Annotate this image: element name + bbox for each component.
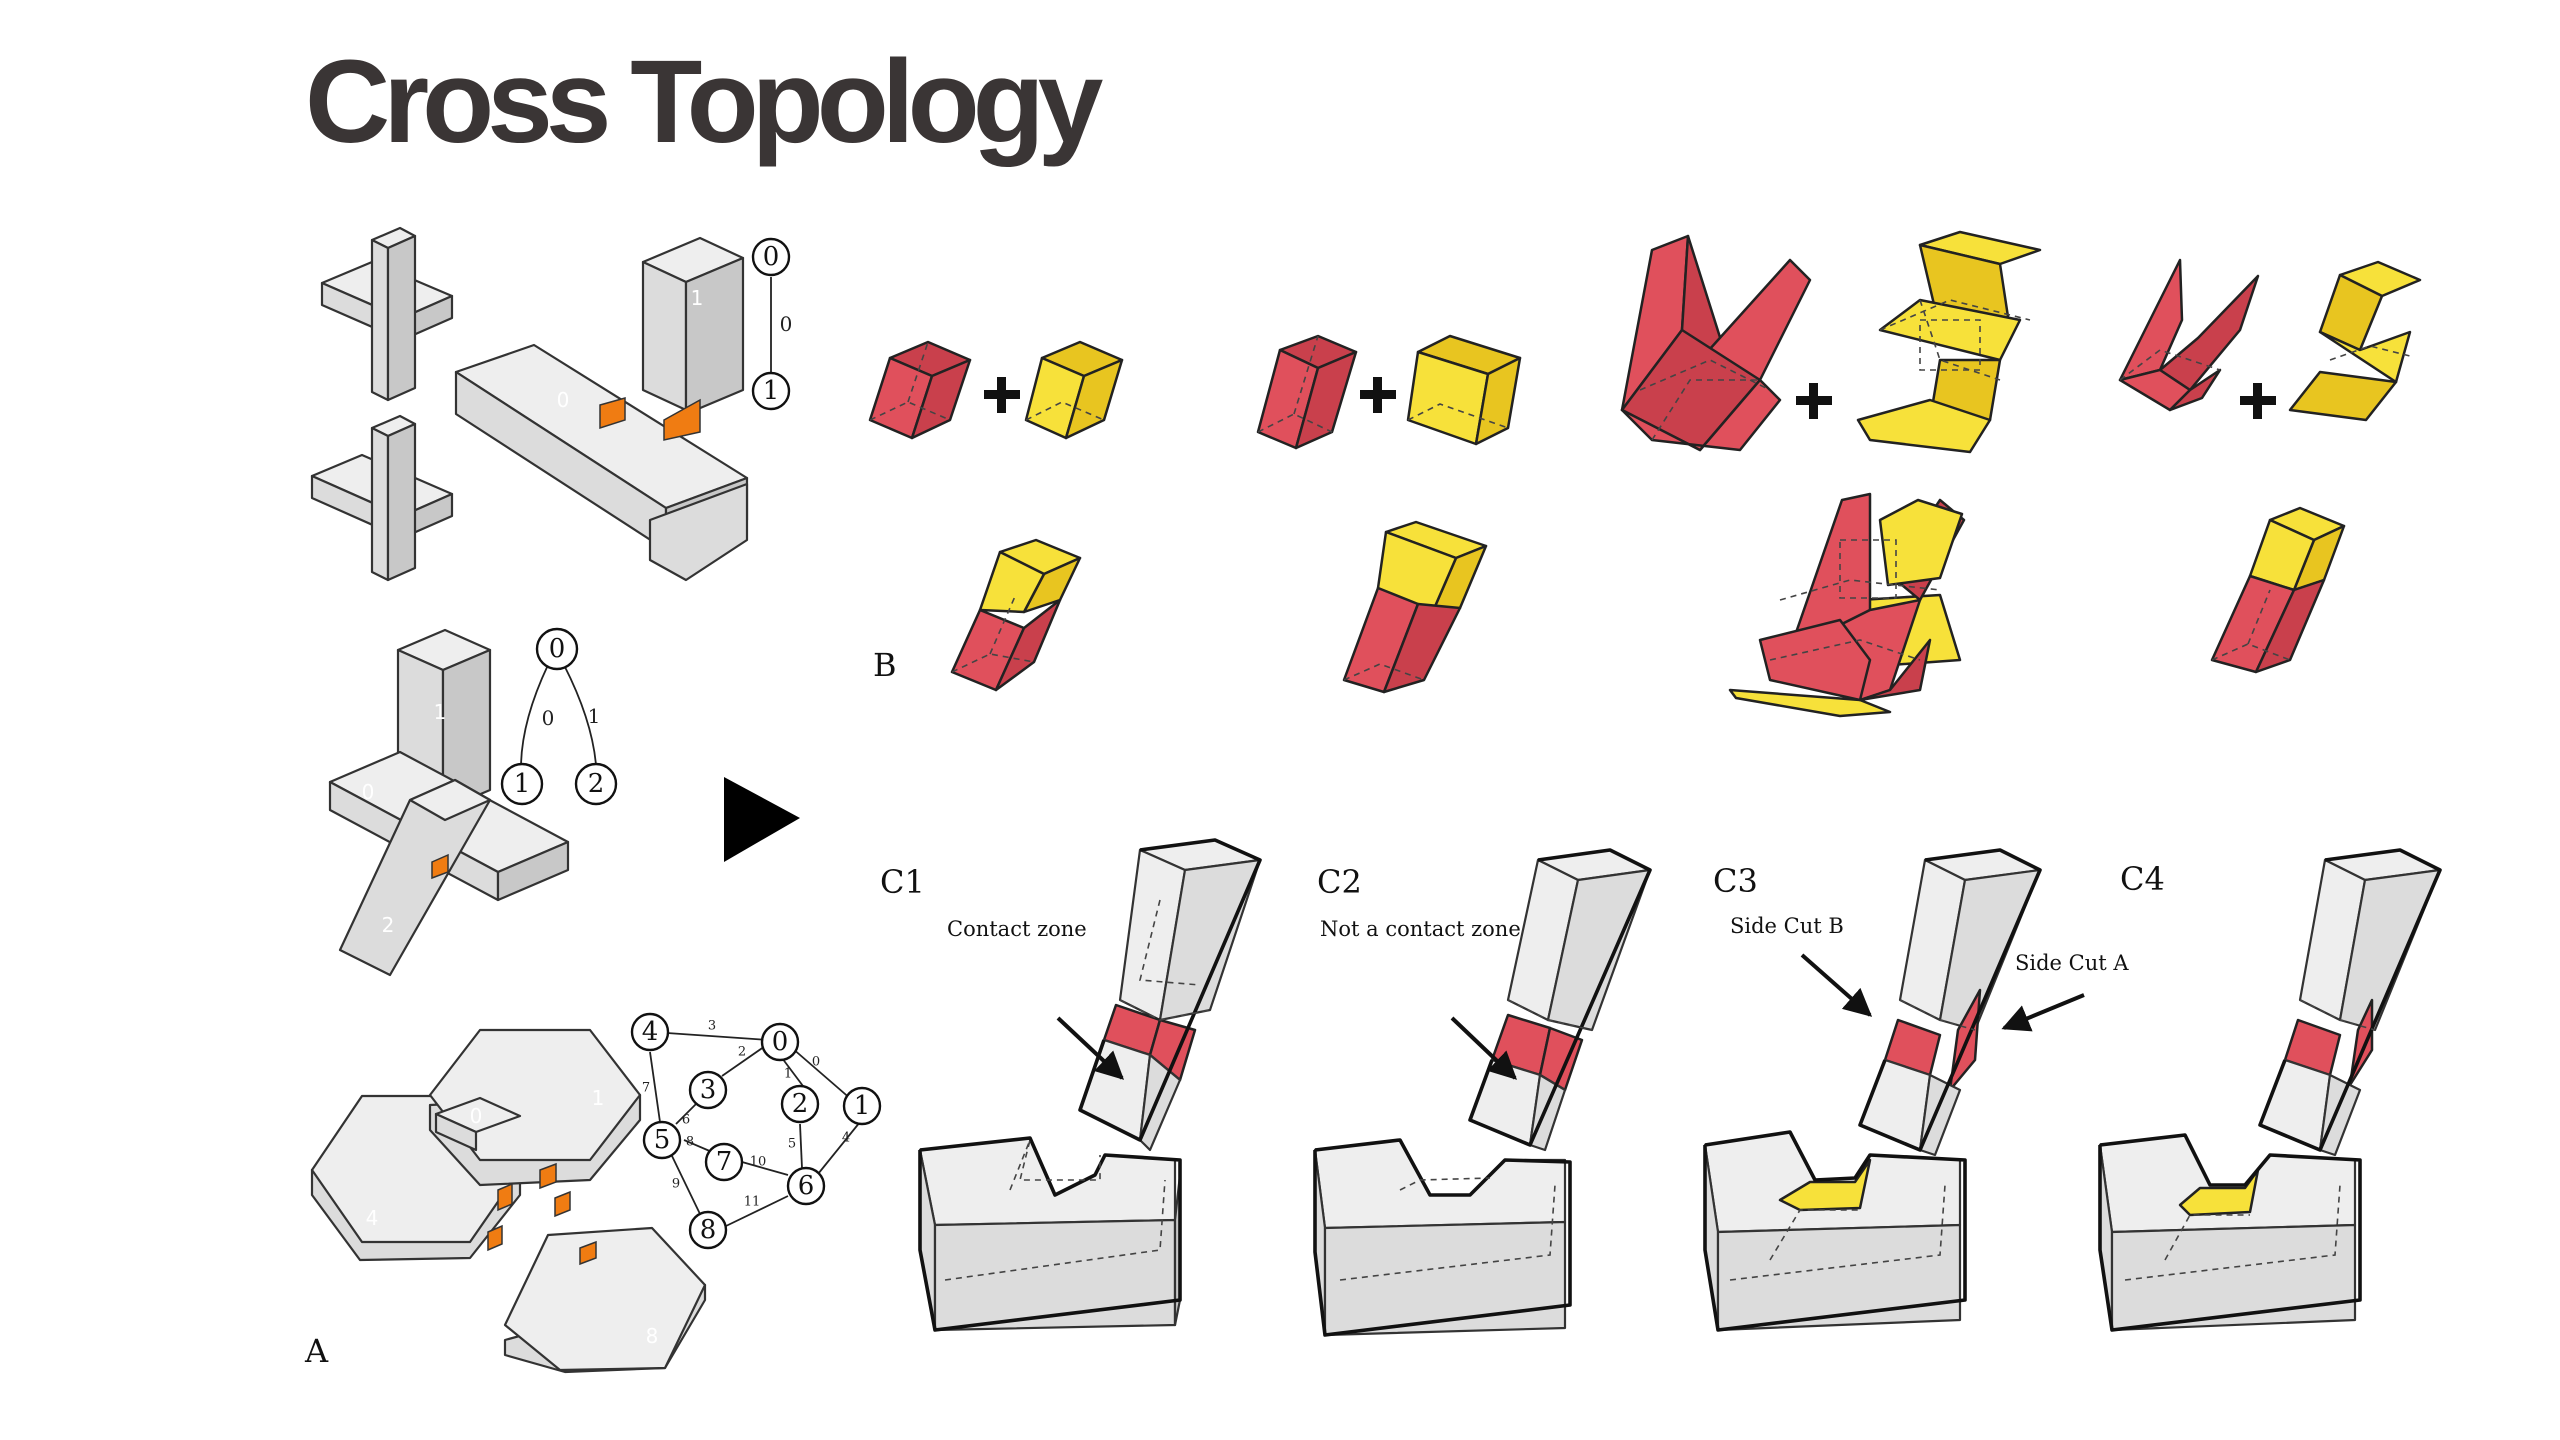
c3-post bbox=[1858, 848, 2042, 1157]
plus-icon bbox=[2240, 383, 2276, 419]
bottom-assembly: 0 1 4 8 bbox=[310, 1028, 707, 1374]
arrow-right-icon bbox=[724, 777, 800, 862]
plus-icon bbox=[1360, 377, 1396, 413]
plus-icon bbox=[1796, 383, 1832, 419]
b2-yellow-part bbox=[1406, 334, 1522, 446]
c1-base bbox=[918, 1136, 1182, 1332]
c4-post bbox=[2258, 848, 2442, 1157]
c1-arrow bbox=[1056, 1016, 1125, 1080]
small-cross-piece-bottom bbox=[310, 414, 454, 582]
graph-node-4: 4 bbox=[642, 1017, 659, 1047]
graph-bottom: 4 0 3 2 1 5 7 6 8 3 2 0 1 7 6 4 8 10 5 9… bbox=[630, 1012, 882, 1250]
graph-edge-2: 2 bbox=[738, 1045, 746, 1060]
graph-edge-0: 0 bbox=[780, 312, 793, 336]
graph-edge-6: 6 bbox=[682, 1113, 690, 1128]
b1-red-part bbox=[868, 340, 972, 440]
graph-edge-0: 0 bbox=[812, 1055, 820, 1070]
graph-edge-11: 11 bbox=[744, 1195, 761, 1210]
graph-node-0: 0 bbox=[549, 634, 566, 664]
part-label-1: 1 bbox=[434, 700, 447, 724]
panel-label-c4: C4 bbox=[2120, 860, 2165, 898]
b2-red-part bbox=[1256, 334, 1358, 450]
part-label-0: 0 bbox=[557, 388, 570, 412]
small-cross-piece-top bbox=[320, 226, 454, 402]
panel-label-c1: C1 bbox=[880, 863, 925, 901]
graph-node-1: 1 bbox=[854, 1091, 871, 1121]
b4-assembled bbox=[2210, 506, 2346, 674]
c1-post bbox=[1078, 838, 1262, 1152]
graph-edge-8: 8 bbox=[686, 1135, 694, 1150]
top-assembly: 0 1 bbox=[454, 236, 749, 582]
part-label-4: 4 bbox=[366, 1206, 379, 1230]
graph-node-0: 0 bbox=[763, 242, 780, 272]
c3-arrow-a bbox=[2001, 993, 2085, 1032]
graph-node-6: 6 bbox=[798, 1171, 815, 1201]
plus-icon bbox=[984, 377, 1020, 413]
graph-edge-9: 9 bbox=[672, 1177, 680, 1192]
b1-assembled bbox=[950, 538, 1082, 692]
middle-assembly: 1 0 2 bbox=[328, 628, 570, 977]
part-label-1: 1 bbox=[691, 286, 704, 310]
panel-label-c3: C3 bbox=[1713, 862, 1758, 900]
panel-label-b: B bbox=[873, 646, 897, 684]
part-label-0: 0 bbox=[470, 1104, 483, 1128]
panel-label-c2: C2 bbox=[1317, 863, 1362, 901]
graph-edge-3: 3 bbox=[708, 1019, 716, 1034]
graph-edge-10: 10 bbox=[750, 1155, 767, 1170]
b2-assembled bbox=[1342, 520, 1488, 694]
panel-label-a: A bbox=[304, 1332, 329, 1370]
graph-node-2: 2 bbox=[792, 1089, 809, 1119]
c3-annotation-a: Side Cut A bbox=[2015, 951, 2129, 975]
graph-node-0: 0 bbox=[772, 1027, 789, 1057]
graph-edge-7: 7 bbox=[642, 1081, 650, 1096]
c2-annotation: Not a contact zone bbox=[1320, 917, 1521, 941]
c2-base bbox=[1313, 1138, 1572, 1337]
b3-assembled bbox=[1728, 492, 1966, 718]
c3-arrow-b bbox=[1800, 953, 1873, 1017]
c2-post bbox=[1468, 848, 1652, 1152]
b1-yellow-part bbox=[1024, 340, 1124, 440]
graph-node-1: 1 bbox=[763, 376, 780, 406]
page-title: Cross Topology bbox=[305, 36, 1103, 168]
graph-node-7: 7 bbox=[716, 1147, 733, 1177]
c4-base bbox=[2098, 1133, 2362, 1332]
c3-annotation-b: Side Cut B bbox=[1730, 914, 1844, 938]
graph-edge-1: 1 bbox=[588, 704, 601, 728]
b4-yellow-part bbox=[2288, 260, 2422, 422]
c1-annotation: Contact zone bbox=[947, 917, 1087, 941]
graph-edge-1: 1 bbox=[784, 1067, 792, 1082]
graph-node-8: 8 bbox=[700, 1215, 717, 1245]
graph-middle: 0 1 2 0 1 bbox=[500, 627, 618, 806]
graph-top: 0 1 0 bbox=[751, 237, 793, 411]
part-label-1: 1 bbox=[592, 1086, 605, 1110]
part-label-0: 0 bbox=[362, 780, 375, 804]
b3-yellow-part bbox=[1856, 230, 2042, 454]
c3-base bbox=[1703, 1130, 1967, 1332]
graph-node-3: 3 bbox=[700, 1075, 717, 1105]
b3-red-part bbox=[1620, 234, 1812, 452]
graph-node-2: 2 bbox=[588, 769, 605, 799]
part-label-2: 2 bbox=[382, 913, 395, 937]
graph-edge-4: 4 bbox=[842, 1131, 850, 1146]
graph-node-5: 5 bbox=[654, 1125, 671, 1155]
graph-edge-5: 5 bbox=[788, 1137, 796, 1152]
b4-red-part bbox=[2118, 258, 2260, 412]
graph-edge-0: 0 bbox=[542, 706, 555, 730]
graph-node-1: 1 bbox=[514, 769, 531, 799]
c2-arrow bbox=[1450, 1016, 1518, 1080]
part-label-8: 8 bbox=[646, 1324, 659, 1348]
